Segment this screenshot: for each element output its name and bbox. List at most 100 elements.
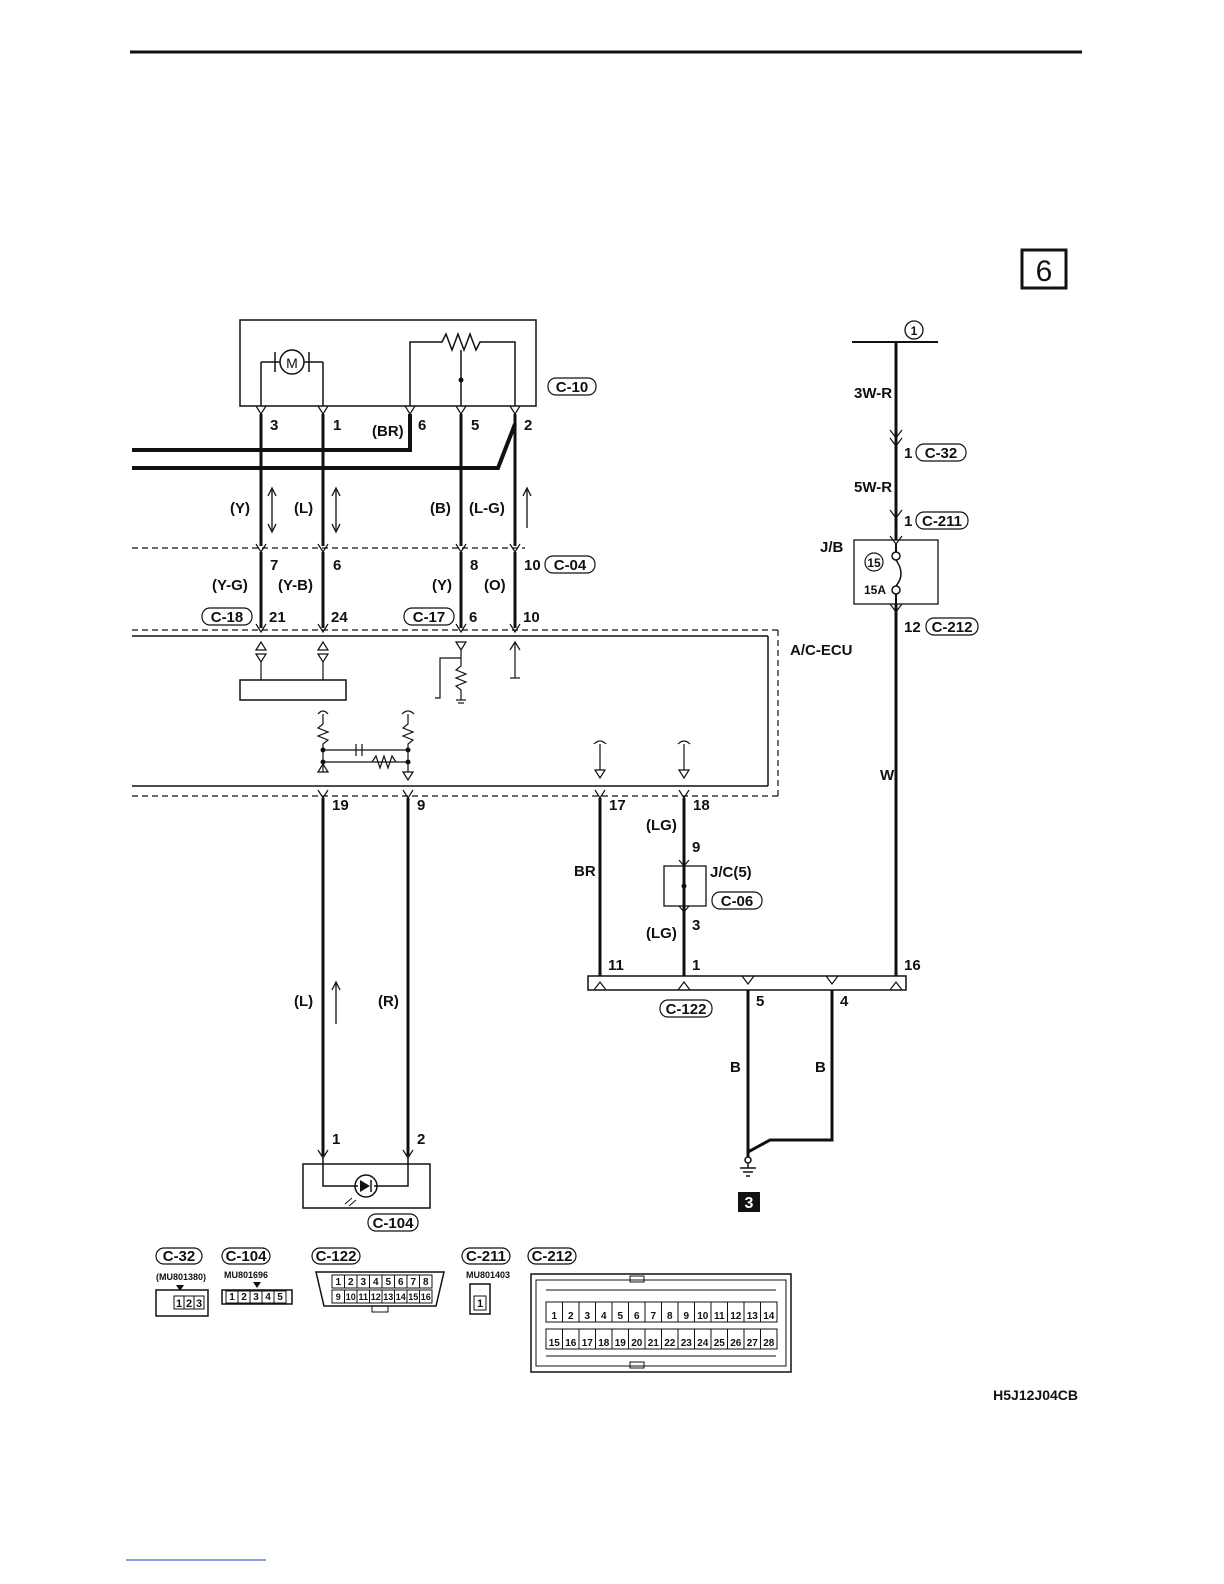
- connector-tag-c06: C-06: [711, 891, 763, 910]
- pin-6c: 6: [469, 609, 477, 626]
- pin-11: 11: [608, 957, 624, 974]
- wire-lg2: (LG): [646, 925, 677, 942]
- connector-cell-label: 11: [358, 1292, 368, 1302]
- svg-text:1: 1: [176, 1298, 182, 1310]
- ground-wire-4: [747, 990, 834, 1154]
- wire-y2: (Y): [432, 577, 452, 594]
- connector-view-c32: C-32 (MU801380) 1 2 3: [155, 1247, 209, 1317]
- svg-text:15: 15: [867, 556, 881, 570]
- svg-text:C-211: C-211: [922, 513, 962, 530]
- svg-text:C-04: C-04: [554, 557, 587, 574]
- connector-cell-label: 7: [650, 1311, 656, 1322]
- svg-text:M: M: [286, 355, 298, 371]
- connector-cell-label: 24: [697, 1338, 709, 1349]
- connector-tag-c211: C-211: [915, 511, 969, 530]
- connector-cell-label: 19: [615, 1338, 627, 1349]
- pin-7: 7: [270, 557, 278, 574]
- power-source-icon: [904, 320, 924, 340]
- led-icon: [354, 1174, 378, 1198]
- pin-10: 10: [524, 557, 541, 574]
- pin-1: 1: [333, 417, 341, 434]
- connector-cell-label: 14: [396, 1292, 406, 1302]
- connector-cell-label: 1: [229, 1292, 235, 1303]
- pin-2b: 2: [417, 1131, 425, 1148]
- wire-yb: (Y-B): [278, 577, 313, 594]
- pin-1d: 1: [904, 445, 912, 462]
- svg-text:C-122: C-122: [666, 1001, 707, 1018]
- connector-cell-label: 2: [348, 1277, 354, 1288]
- pin-17: 17: [609, 797, 626, 814]
- pin-18: 18: [693, 797, 710, 814]
- wire-left-2: [132, 423, 517, 470]
- connector-cell-label: 12: [730, 1311, 742, 1322]
- connector-cell-label: 16: [565, 1338, 577, 1349]
- wire-3w-r: 3W-R: [854, 385, 892, 402]
- wire-yg: (Y-G): [212, 577, 248, 594]
- connector-tag-c04: C-04: [544, 555, 596, 574]
- wire-5w-r: 5W-R: [854, 479, 892, 496]
- pin-21: 21: [269, 609, 286, 626]
- junction-block: 15 15A: [853, 535, 939, 613]
- connector-cell-label: 7: [410, 1277, 416, 1288]
- pin-12: 12: [904, 619, 921, 636]
- connector-cell-label: 5: [617, 1311, 623, 1322]
- connector-cell-label: 18: [598, 1338, 610, 1349]
- connector-cell-label: 1: [335, 1277, 341, 1288]
- connector-cell-label: 4: [601, 1311, 607, 1322]
- pot-input-block: [435, 640, 521, 704]
- connector-cell: [419, 1289, 433, 1304]
- connector-cell-label: 10: [346, 1292, 356, 1302]
- connector-tag-c10: C-10: [547, 377, 597, 396]
- connector-cell: [419, 1274, 433, 1289]
- svg-text:1: 1: [477, 1298, 483, 1310]
- connector-cell-label: 5: [277, 1292, 283, 1303]
- connector-cell-label: 4: [265, 1292, 271, 1303]
- wire-l: (L): [294, 500, 313, 517]
- svg-text:C-32: C-32: [163, 1248, 196, 1265]
- pin-2: 2: [524, 417, 532, 434]
- connector-cell: [760, 1301, 778, 1323]
- svg-text:C-18: C-18: [211, 609, 244, 626]
- svg-text:MU801696: MU801696: [224, 1270, 268, 1280]
- connector-cell-label: 17: [582, 1338, 594, 1349]
- sensor-circuit-dots: [320, 747, 411, 765]
- jb-label: J/B: [820, 539, 844, 556]
- pin-6b: 6: [333, 557, 341, 574]
- wire-w: W: [880, 767, 895, 784]
- svg-text:C-104: C-104: [373, 1215, 415, 1232]
- connector-cell-label: 6: [634, 1311, 640, 1322]
- connector-cell-label: 3: [253, 1292, 259, 1303]
- c104-pin-markers: [317, 1149, 414, 1160]
- connector-cell-label: 13: [747, 1311, 759, 1322]
- connector-cell-label: 5: [385, 1277, 391, 1288]
- connector-cell-label: 21: [648, 1338, 660, 1349]
- connector-view-c211: C-211 MU801403 1: [461, 1247, 511, 1315]
- svg-text:(MU801380): (MU801380): [156, 1272, 206, 1282]
- svg-text:C-104: C-104: [226, 1248, 268, 1265]
- ecu-inputs-17-18: [593, 740, 691, 780]
- connector-cell-label: 6: [398, 1277, 404, 1288]
- connector-cell-label: 15: [408, 1292, 418, 1302]
- wire-br-left: [132, 414, 412, 452]
- sensor-circuit: [316, 710, 415, 782]
- pin-1b: 1: [692, 957, 700, 974]
- connector-cell-label: 16: [421, 1292, 431, 1302]
- pin-5b: 5: [756, 993, 764, 1010]
- wire-lg-paren: (L-G): [469, 500, 505, 517]
- connector-cell-label: 13: [383, 1292, 393, 1302]
- svg-text:2: 2: [186, 1298, 192, 1310]
- ac-ecu-label: A/C-ECU: [790, 642, 853, 659]
- svg-text:15A: 15A: [864, 583, 886, 597]
- mode-damper-motor-component: M: [239, 319, 537, 407]
- ground-icon: [740, 1156, 756, 1177]
- joint-connector: [663, 859, 707, 913]
- connector-cell-label: 15: [549, 1338, 561, 1349]
- jc-label: J/C(5): [710, 864, 752, 881]
- connector-cell-label: 22: [664, 1338, 676, 1349]
- wire-r: (R): [378, 993, 399, 1010]
- connector-cell-label: 11: [714, 1311, 725, 1322]
- mid-vertical-wires: [259, 552, 517, 628]
